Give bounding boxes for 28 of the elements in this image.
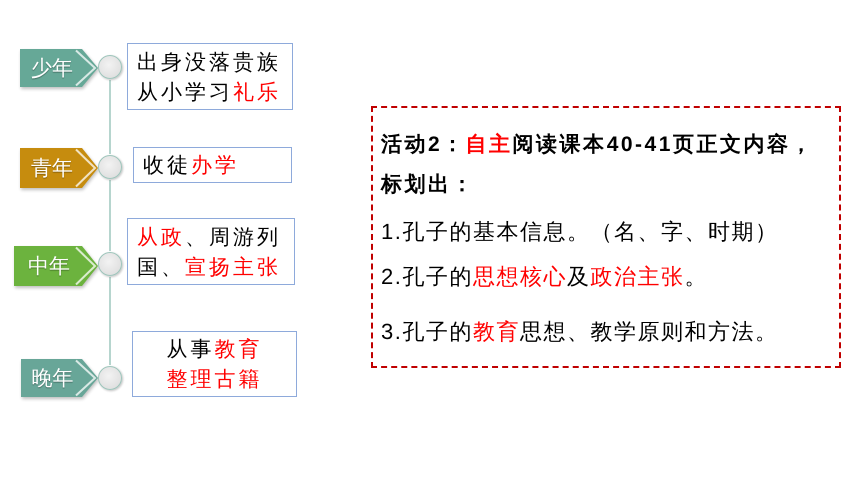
stage-tag bbox=[20, 148, 98, 188]
event-box bbox=[132, 331, 297, 397]
stage-tag bbox=[14, 246, 98, 286]
event-text: 出身没落贵族从小学习礼乐 bbox=[137, 48, 282, 106]
activity-panel bbox=[371, 106, 841, 368]
stage-label: 少年 bbox=[30, 58, 74, 78]
timeline-line bbox=[109, 277, 111, 365]
timeline-dot bbox=[98, 155, 122, 179]
timeline-dot bbox=[98, 252, 122, 276]
task-item: 1.孔子的基本信息。（名、字、时期） bbox=[381, 218, 778, 246]
timeline-dot bbox=[98, 55, 122, 79]
stage-label: 中年 bbox=[27, 256, 71, 276]
timeline-dot bbox=[98, 366, 122, 390]
timeline-line bbox=[109, 180, 111, 251]
event-text: 收徒办学 bbox=[143, 152, 240, 179]
event-text: 从事教育整理古籍 bbox=[166, 336, 264, 393]
activity-heading: 活动2：自主阅读课本40-41页正文内容，标划出： bbox=[381, 132, 815, 198]
stage-tag bbox=[21, 359, 98, 397]
stage-label: 晚年 bbox=[30, 368, 74, 388]
task-item: 2.孔子的思想核心及政治主张。 bbox=[381, 263, 708, 291]
stage-label: 青年 bbox=[30, 158, 74, 178]
event-box bbox=[127, 218, 295, 285]
event-text: 从政、周游列国、宣扬主张 bbox=[137, 224, 282, 280]
event-box bbox=[127, 43, 293, 110]
event-box bbox=[133, 147, 292, 183]
timeline-line bbox=[109, 80, 111, 154]
task-item: 3.孔子的教育思想、教学原则和方法。 bbox=[381, 318, 778, 346]
stage-tag bbox=[20, 49, 98, 87]
